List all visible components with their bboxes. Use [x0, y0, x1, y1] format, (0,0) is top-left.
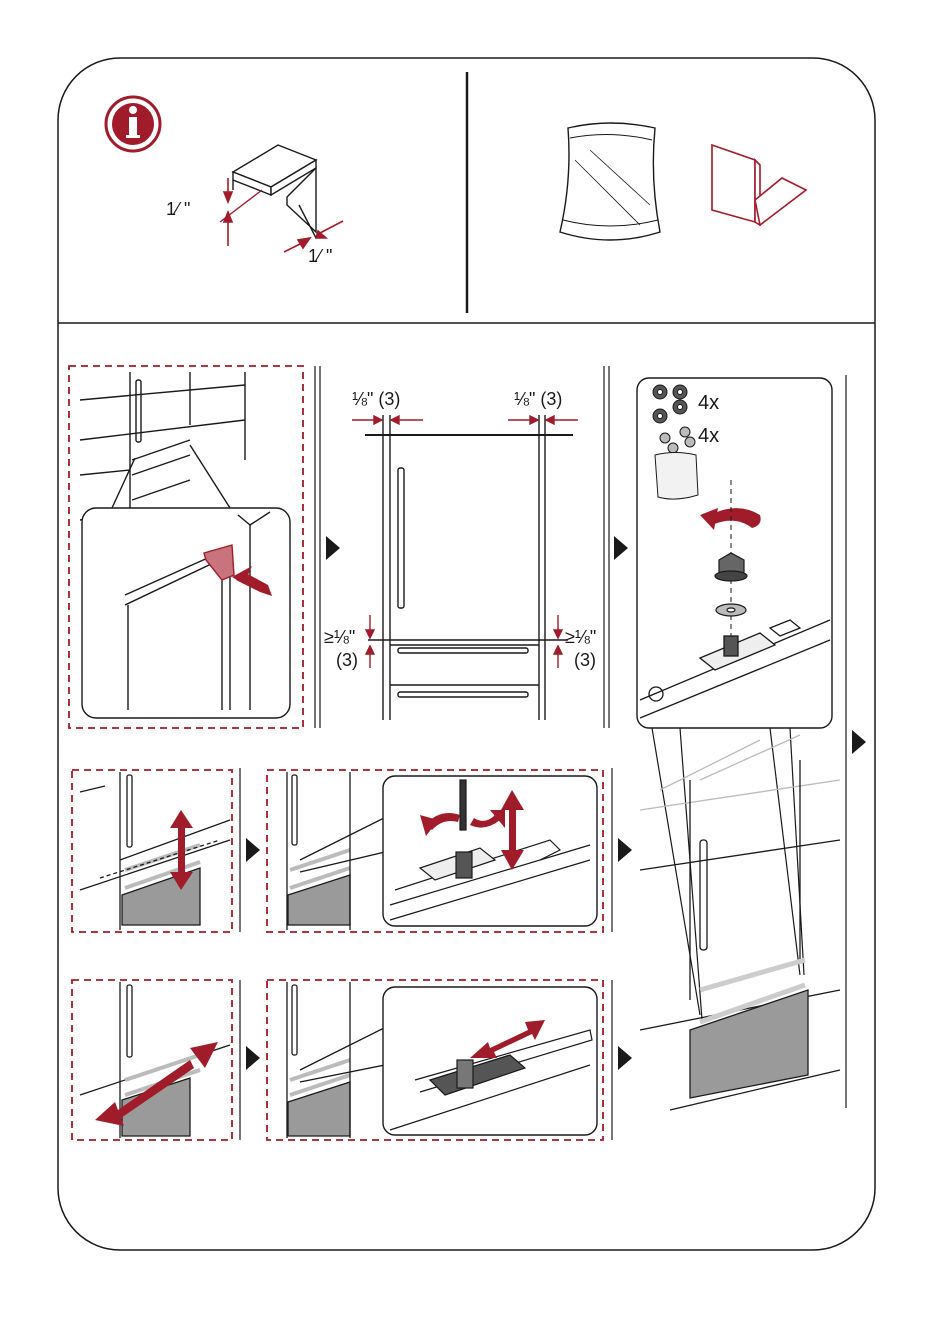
step2-dimension-arrows — [352, 416, 578, 668]
next-step-arrow — [614, 536, 628, 560]
gap-horizontal-label: 1⁄ " — [308, 246, 332, 266]
step5-drawer-scene — [287, 772, 390, 930]
next-step-arrow — [852, 730, 866, 754]
top-left-gap-label: ⅛" (3) — [352, 389, 400, 409]
washers-quantity: 4x — [698, 426, 719, 446]
next-step-arrow — [618, 1046, 632, 1070]
gap-dimension-arrows — [224, 178, 343, 252]
top-right-gap-label: ⅛" (3) — [514, 389, 562, 409]
side-left-gap-label: ≥⅛" — [324, 627, 355, 647]
info-icon — [106, 97, 160, 151]
step2-appliance-outline — [365, 415, 573, 720]
clearance-corner-diagram — [220, 145, 316, 238]
next-step-arrow — [246, 838, 260, 862]
step1-cabinet-scene — [80, 372, 245, 520]
side-left-gap-mm-label: (3) — [336, 650, 358, 670]
step3-zoom-leaders — [652, 728, 804, 1020]
gap-vertical-label: 1⁄ " — [166, 199, 190, 219]
step7-drawer-scene — [287, 982, 390, 1138]
washer-large-icon — [716, 604, 746, 616]
side-right-gap-mm-label: (3) — [574, 650, 596, 670]
hardware-bag-icon — [560, 123, 660, 240]
appliance-lower-view — [640, 735, 840, 1110]
nuts-quantity: 4x — [698, 393, 719, 413]
step4-drawer-scene — [80, 772, 230, 930]
next-step-arrow — [618, 838, 632, 862]
side-right-gap-label: ≥⅛" — [565, 627, 596, 647]
hardware-bag-small-icon — [655, 453, 698, 500]
next-step-arrow — [246, 1046, 260, 1070]
spacer-bracket-icon — [712, 145, 806, 225]
step3-inset — [637, 378, 832, 728]
next-step-arrow — [326, 536, 340, 560]
step5-inset — [383, 776, 597, 926]
